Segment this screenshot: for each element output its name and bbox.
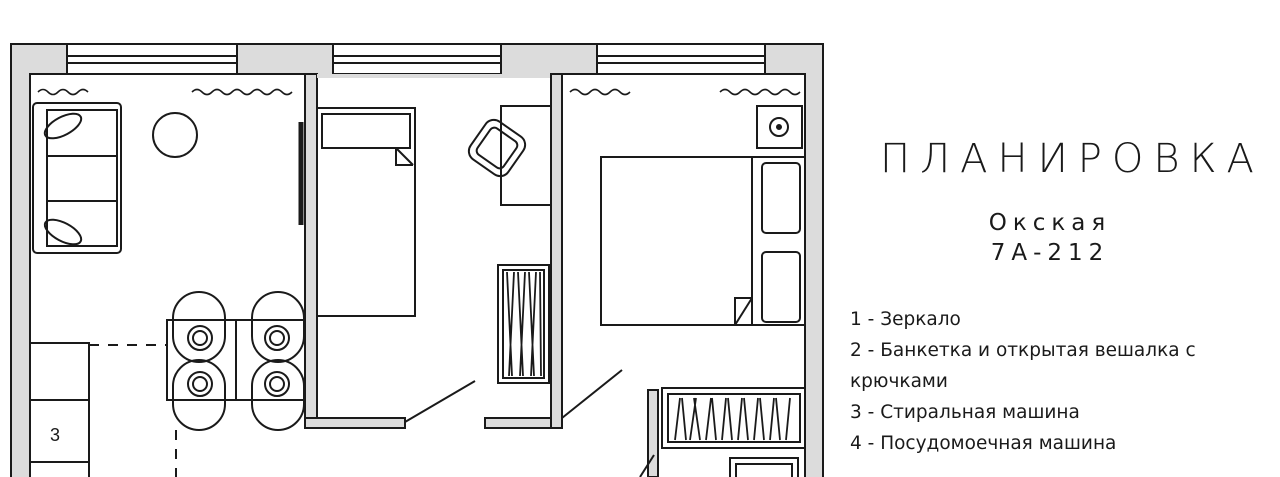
walls	[10, 43, 824, 477]
desk	[500, 105, 551, 206]
windows	[66, 43, 766, 75]
outlet-icon	[756, 105, 803, 149]
address-apartment: 7А-212	[990, 240, 1110, 266]
wardrobe-middle	[497, 264, 550, 384]
plan-marker-3: 3	[50, 425, 60, 445]
legend-item-2: 2 - Банкетка и открытая вешалка с крючка…	[850, 340, 1196, 392]
legend-item-1: 1 - Зеркало	[850, 309, 961, 330]
sofa	[32, 102, 122, 254]
legend-item-4: 4 - Посудомоечная машина	[850, 433, 1117, 454]
page-title: ПЛАНИРОВКА	[880, 136, 1264, 182]
floor-plan: 3	[10, 43, 824, 477]
doors	[404, 369, 655, 477]
wardrobe-right	[661, 387, 806, 449]
round-lamp	[152, 112, 198, 158]
legend-item-3: 3 - Стиральная машина	[850, 402, 1080, 423]
curtains	[37, 88, 801, 96]
legend: 1 - Зеркало 2 - Банкетка и открытая веша…	[850, 304, 1250, 459]
bathroom-unit	[729, 457, 799, 477]
partitions	[304, 73, 659, 477]
kitchen-counter	[30, 342, 90, 477]
single-bed	[316, 107, 416, 317]
double-bed	[600, 156, 806, 326]
desk-chair	[467, 118, 527, 178]
address-street: Окская	[988, 210, 1112, 236]
address: Окская 7А-212	[880, 208, 1220, 268]
zone-lines	[89, 344, 177, 477]
dining-set	[166, 291, 306, 431]
